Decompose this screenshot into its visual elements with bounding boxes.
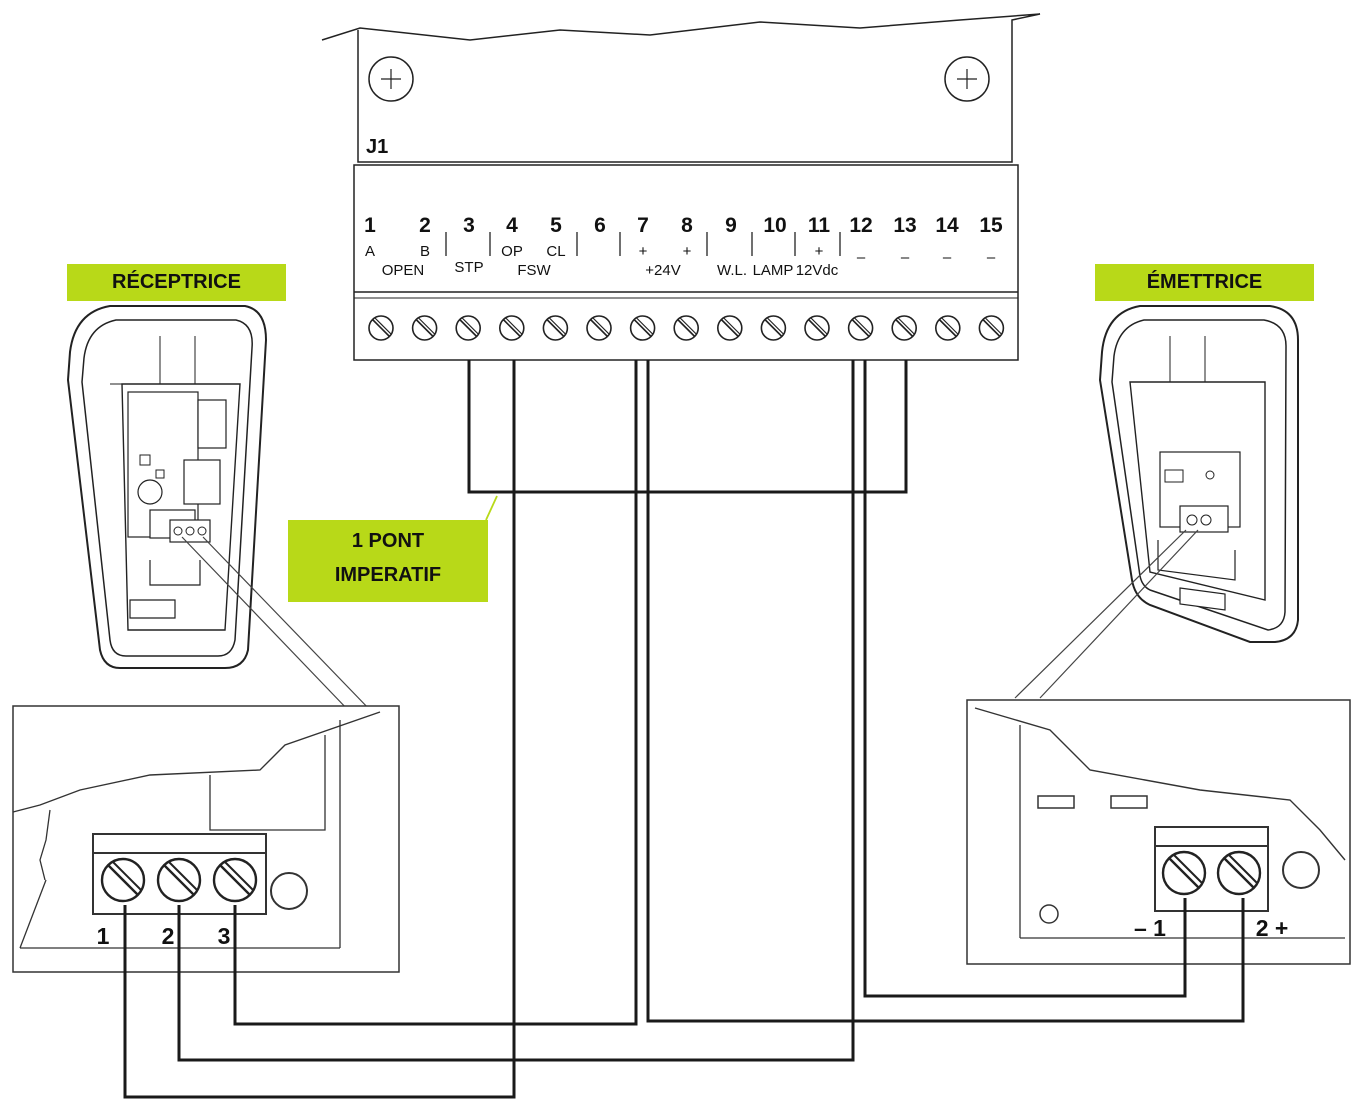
terminal-screw-14[interactable] [934,315,961,341]
receiver-device [66,305,268,669]
receiver-terminal-zoom [12,705,400,973]
terminal-number-10: 10 [763,214,786,237]
terminal-number-8: 8 [681,214,693,237]
terminal-sub-8: + [683,243,692,260]
bridge-note-line2: IMPERATIF [334,564,442,586]
transmitter-device [1098,305,1299,643]
terminal-screw-13[interactable] [891,315,918,341]
terminal-sub-4: OP [501,243,523,260]
terminal-sub-2: B [420,243,430,260]
terminal-number-5: 5 [550,214,562,237]
terminal-number-4: 4 [506,214,518,237]
terminal-number-11: 11 [808,214,831,237]
bridge-note-line1: 1 PONT [351,530,425,552]
terminal-screw-3[interactable] [455,315,482,341]
terminal-number-6: 6 [594,214,606,237]
terminal-sub-11: + [815,243,824,260]
terminal-sub-13: – [901,249,910,266]
transmitter-terminal-1: – 1 [1134,915,1166,941]
terminal-screw-8[interactable] [673,315,700,341]
wire-8-transmitter-2 [646,360,1245,1023]
terminal-screw-2[interactable] [411,315,438,341]
terminal-sub-12: – [857,249,866,266]
terminal-screw-9[interactable] [716,315,743,341]
group-label-wl: W.L. [717,262,747,279]
wire-12-transmitter-1 [863,360,1187,998]
group-label-open: OPEN [382,262,425,279]
receiver-terminal-2: 2 [162,923,175,949]
transmitter-tag: ÉMETTRICE [1095,264,1314,301]
terminal-number-7: 7 [637,214,649,237]
terminal-number-2: 2 [419,214,431,237]
terminal-screw-10[interactable] [760,315,787,341]
transmitter-terminal-zoom [966,699,1351,965]
terminal-sub-15: – [987,249,996,266]
mounting-hole-left [368,56,414,102]
group-label-fsw: FSW [517,262,551,279]
terminal-number-14: 14 [935,214,959,237]
group-label-lamp: LAMP [753,262,794,279]
wire-4-receiver-1 [123,360,516,1099]
terminal-number-13: 13 [893,214,916,237]
terminal-number-9: 9 [725,214,737,237]
terminal-screw-15[interactable] [978,315,1005,341]
terminal-screw-5[interactable] [542,315,569,341]
terminal-screw-4[interactable] [498,315,525,341]
receiver-tag: RÉCEPTRICE [67,264,286,301]
wires [123,360,1245,1099]
terminal-number-15: 15 [979,214,1003,237]
terminal-number-12: 12 [849,214,872,237]
group-label-stp: STP [454,259,483,276]
terminal-number-1: 1 [364,214,376,237]
terminal-screw-1[interactable] [368,315,394,341]
terminal-screw-6[interactable] [586,315,612,341]
terminal-sub-7: + [639,243,648,260]
control-board: J1 1A 2B 3 4OP 5CL 6 7 +8 +9 10 11 +12 – 13 – 14 – 15 – OP… [321,13,1041,361]
wire-bridge-3-13 [467,360,908,494]
terminal-number-3: 3 [463,214,475,237]
terminal-sub-1: A [365,243,375,260]
wire-7-receiver-3 [233,360,638,1026]
mounting-hole-right [944,56,990,102]
group-label-12vdc: 12Vdc [796,262,839,279]
receiver-terminal-3: 3 [218,923,231,949]
connector-name: J1 [366,136,388,158]
terminal-sub-14: – [943,249,952,266]
transmitter-terminal-2: 2 + [1256,915,1289,941]
terminal-screw-11[interactable] [804,315,830,341]
bridge-note: 1 PONT IMPERATIF [288,520,488,602]
terminal-sub-5: CL [546,243,565,260]
receiver-terminal-1: 1 [97,923,110,949]
terminal-screw-7[interactable] [629,315,656,341]
terminal-screw-12[interactable] [847,315,874,341]
wire-12-receiver-2 [177,360,855,1062]
group-label-24v: +24V [645,262,680,279]
